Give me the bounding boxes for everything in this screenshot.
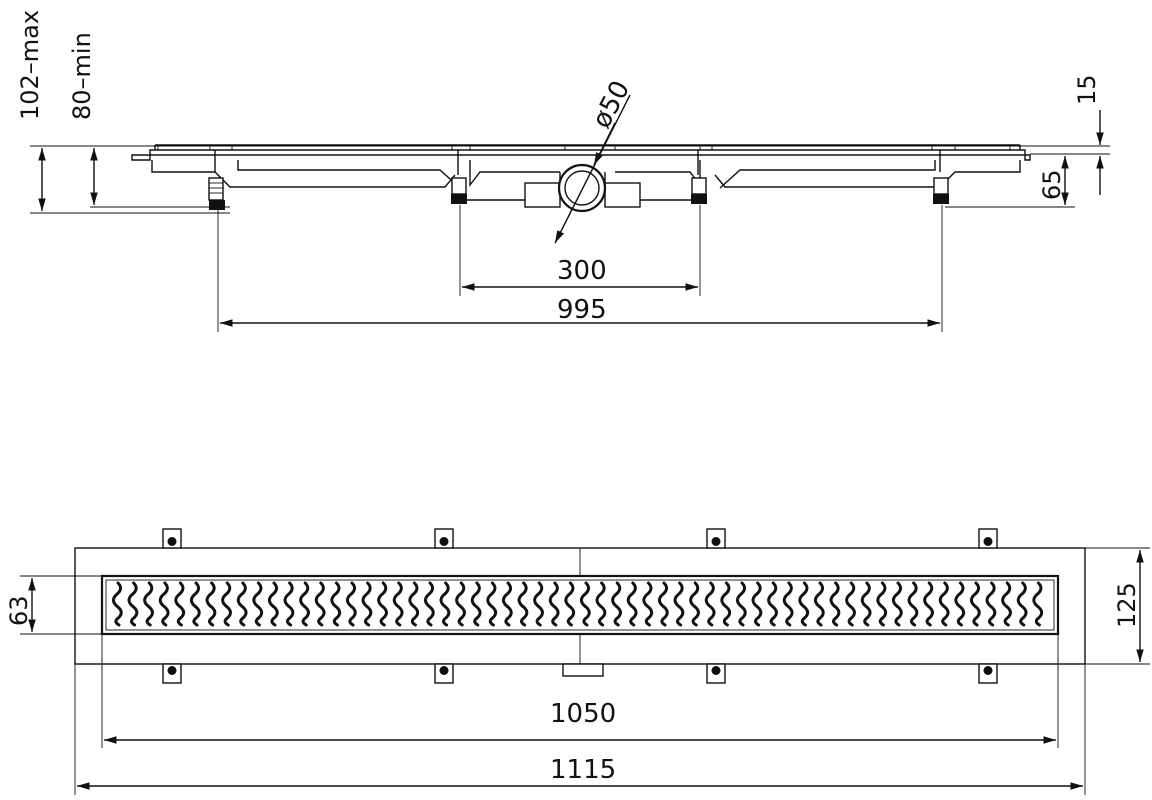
grate-slot (579, 581, 591, 627)
grate-slot (642, 581, 654, 627)
grate-slot (392, 581, 404, 627)
top-plan-view: 63 125 1050 1115 (5, 528, 1150, 795)
grate-slot (252, 581, 264, 627)
screw-hole (167, 666, 177, 675)
grate-slot (689, 581, 700, 627)
grate-slot (1001, 581, 1012, 627)
grate-slot (470, 581, 482, 627)
frame-width-label: 125 (1113, 582, 1141, 628)
grate-width-label: 63 (5, 595, 33, 626)
screw-hole (439, 666, 449, 675)
grate-slot (345, 581, 357, 627)
adjustable-foot (451, 177, 467, 204)
grate-slot (236, 581, 248, 627)
grate-slot (143, 581, 154, 627)
grate-slot (111, 581, 123, 627)
grate-slot (174, 581, 186, 627)
grate-strip (157, 145, 1011, 151)
frame-length-label: 1115 (550, 755, 616, 785)
screw-hole (711, 666, 721, 675)
grate-slot (1032, 581, 1044, 627)
grate-slot (985, 581, 997, 627)
grate-slot (330, 581, 342, 627)
grate-slot (751, 581, 763, 627)
grate-slot (860, 581, 872, 627)
side-elevation-view: ø50 102–max 80–min 15 65 300 995 (16, 10, 1110, 332)
max-height-label: 102–max (16, 10, 44, 120)
grate-slot (361, 581, 373, 627)
grate-slot (595, 581, 607, 627)
grate-slot (423, 581, 435, 627)
grate-slot (626, 581, 638, 627)
grate-slot (704, 581, 716, 627)
grate-slot (283, 581, 295, 627)
top-offset-label: 15 (1073, 74, 1101, 105)
grate-slot (969, 581, 981, 627)
grate-slot (845, 581, 856, 627)
grate-slot (767, 581, 778, 627)
grate-slot (517, 581, 529, 627)
grate-slot (127, 581, 139, 627)
grate-slot (611, 581, 622, 627)
grate-slot (657, 581, 669, 627)
screw-hole (439, 537, 449, 546)
body-height-label: 65 (1038, 169, 1066, 200)
foot-spacing-inner-label: 300 (557, 256, 607, 286)
adjustable-foot (933, 177, 949, 204)
grate-slot (501, 581, 513, 627)
grate-slot (158, 581, 170, 627)
screw-hole (983, 666, 993, 675)
grate-slot (782, 581, 794, 627)
grate-slot (954, 581, 966, 627)
grate-slot-pattern (111, 581, 1044, 627)
min-height-label: 80–min (68, 32, 96, 120)
grate-slot (314, 581, 326, 627)
grate-slot (876, 581, 888, 627)
grate-slot (221, 581, 232, 627)
grate-slot (891, 581, 903, 627)
grate-slot (1016, 581, 1028, 627)
grate-slot (205, 581, 217, 627)
adjustable-foot (208, 177, 225, 210)
grate-slot (798, 581, 810, 627)
pipe-diameter-label: ø50 (587, 76, 636, 133)
grate-slot (439, 581, 451, 627)
grate-slot (189, 581, 201, 627)
grate-slot (548, 581, 560, 627)
screw-hole (167, 537, 177, 546)
grate-slot (455, 581, 466, 627)
adjustable-foot (691, 177, 707, 204)
grate-slot (299, 581, 310, 627)
grate-slot (564, 581, 576, 627)
grate-slot (377, 581, 388, 627)
grate-slot (486, 581, 498, 627)
grate-slot (907, 581, 919, 627)
screw-hole (983, 537, 993, 546)
grate-slot (533, 581, 544, 627)
grate-slot (813, 581, 825, 627)
screw-hole (711, 537, 721, 546)
grate-slot (938, 581, 950, 627)
grate-slot (267, 581, 279, 627)
grate-slot (408, 581, 420, 627)
grate-slot (923, 581, 934, 627)
grate-slot (720, 581, 732, 627)
grate-length-label: 1050 (550, 699, 616, 729)
grate-slot (673, 581, 685, 627)
outlet-tab (562, 663, 604, 677)
grate-slot (735, 581, 747, 627)
grate-slot (829, 581, 841, 627)
outlet-pipe (557, 163, 607, 213)
foot-spacing-outer-label: 995 (557, 295, 607, 325)
grate (100, 574, 1060, 636)
